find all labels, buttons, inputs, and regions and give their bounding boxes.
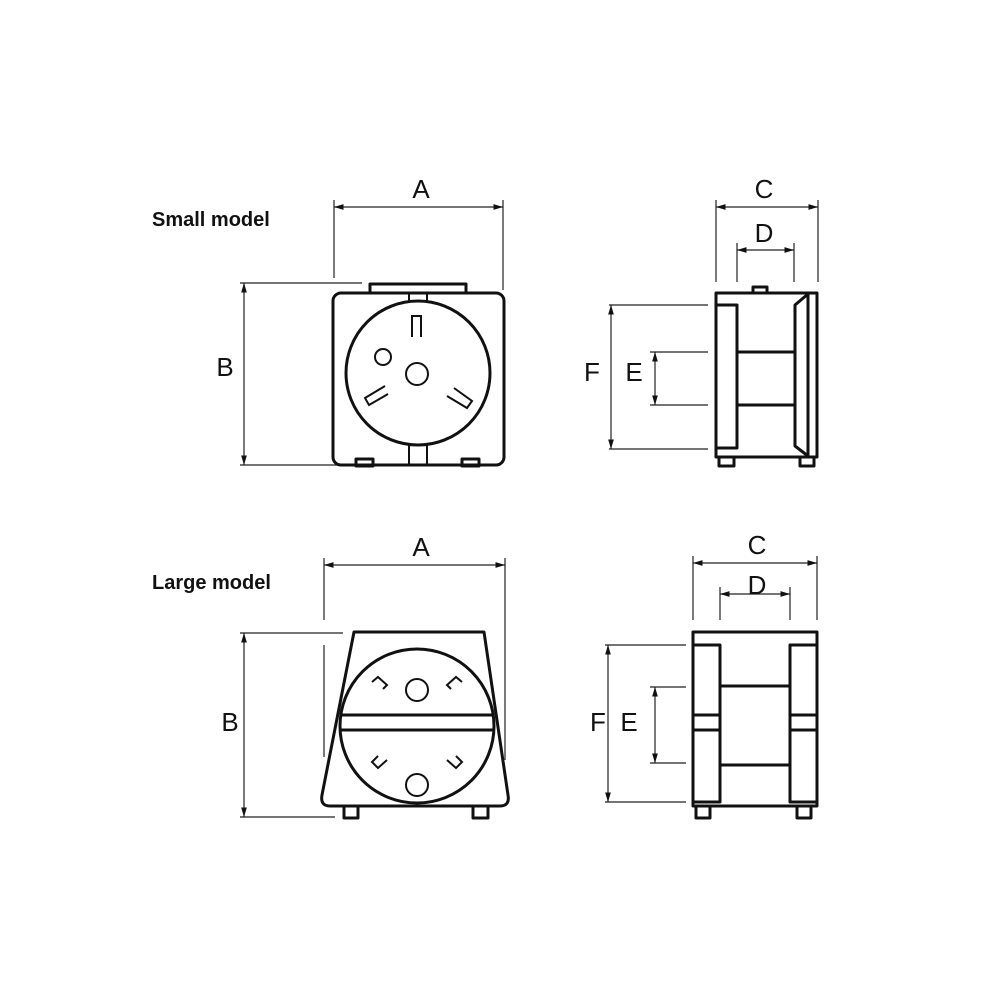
small-label-e: E <box>625 357 642 387</box>
pin-slot-icon <box>411 315 422 337</box>
large-label-c: C <box>748 530 767 560</box>
small-side-view: C D F E <box>584 174 819 468</box>
small-label-c: C <box>755 174 774 204</box>
small-label-a: A <box>412 174 430 204</box>
large-label-e: E <box>620 707 637 737</box>
small-label-f: F <box>584 357 600 387</box>
small-socket-face <box>344 299 492 447</box>
small-model-title: Small model <box>152 209 270 231</box>
large-front-view: A B <box>221 532 510 820</box>
large-label-b: B <box>221 707 238 737</box>
small-label-b: B <box>216 352 233 382</box>
large-label-d: D <box>748 570 767 600</box>
small-label-d: D <box>755 218 774 248</box>
large-label-a: A <box>412 532 430 562</box>
large-model-title: Large model <box>152 572 271 594</box>
large-side-view: C D F E <box>590 530 819 820</box>
small-front-view: A B <box>216 174 506 468</box>
large-label-f: F <box>590 707 606 737</box>
large-socket-body <box>320 630 510 808</box>
large-socket-face <box>338 647 496 805</box>
small-socket-body <box>331 291 506 467</box>
